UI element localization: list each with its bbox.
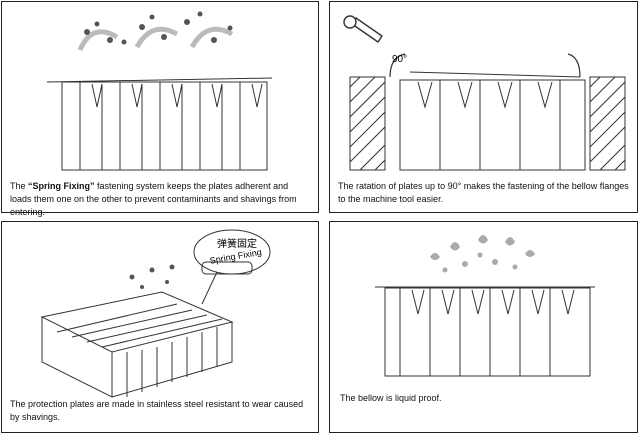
caption: The bellow is liquid proof. <box>340 393 442 403</box>
caption-text-continued: fastening system keeps the plates adhere… <box>10 181 297 217</box>
bellow-plates <box>399 71 586 171</box>
rotation-arc <box>389 53 581 78</box>
wrench-icon <box>343 15 383 43</box>
caption: The protection plates are made in stainl… <box>10 399 304 422</box>
caption-text: The ratation of plates up to 90° <box>338 181 462 191</box>
panel-stainless-plates: 弹簧固定 Spring Fixing The protection plates… <box>1 221 319 433</box>
liquid-spray-icon <box>430 235 535 273</box>
shavings-icon <box>84 11 233 45</box>
bellow-plates <box>46 77 273 171</box>
caption-text: The <box>10 181 29 191</box>
bellow-plates <box>40 291 234 398</box>
bellow-plates <box>375 286 595 377</box>
angle-label: 90° <box>392 54 407 65</box>
spring-icon <box>201 261 253 275</box>
shavings-icon <box>129 264 175 289</box>
panel-liquid-proof: The bellow is liquid proof. <box>329 221 638 433</box>
bellow-liquid-illustration <box>375 235 595 377</box>
caption-text-continued: makes the fastening of the bellow flange… <box>338 181 629 204</box>
bellow-perspective-illustration: 弹簧固定 Spring Fixing <box>40 229 271 398</box>
bellow-illustration-top-view <box>46 11 273 171</box>
shaving-arrows <box>77 26 234 52</box>
panel-spring-fixing: The “Spring Fixing” fastening system kee… <box>1 1 319 217</box>
callout-chinese-label: 弹簧固定 <box>217 237 257 250</box>
machine-walls <box>349 76 626 171</box>
caption: The ratation of plates up to 90° makes t… <box>338 180 634 206</box>
panel-rotation: 90° The ratation of plates up to 90° mak… <box>329 1 638 213</box>
bellow-flange-illustration: 90° <box>343 15 626 171</box>
caption: The “Spring Fixing” fastening system kee… <box>10 180 312 219</box>
caption-emphasis: “Spring Fixing” <box>28 181 95 191</box>
